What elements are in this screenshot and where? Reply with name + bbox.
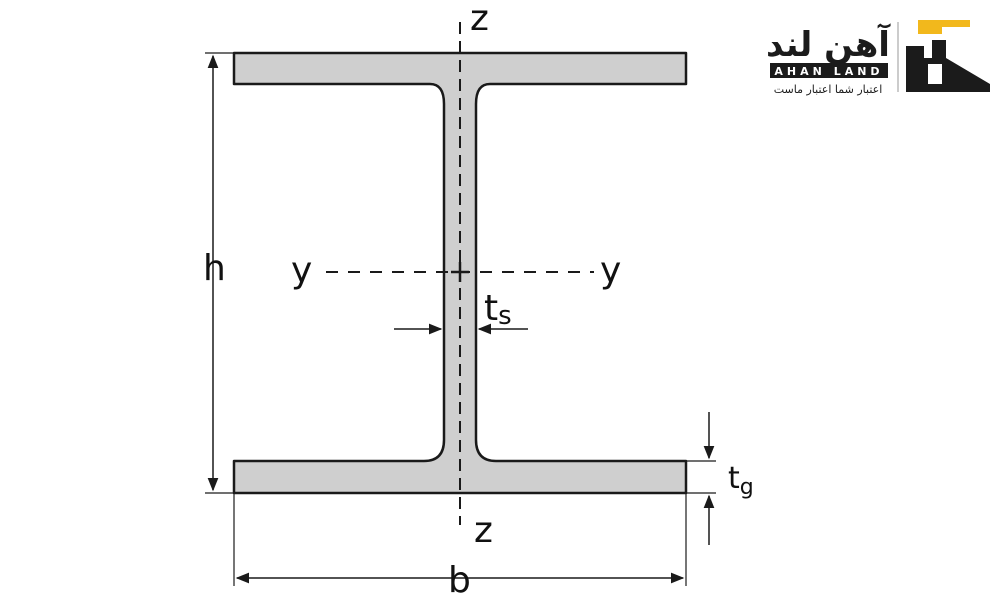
logo-emblem-icon <box>906 20 990 92</box>
y-label-right: y <box>600 250 621 291</box>
logo-name-fa: آهن لند <box>766 23 891 65</box>
z-label-top: z <box>470 0 489 39</box>
ahan-land-logo: آهن لند AHAN LAND اعتبار شما اعتبار ماست <box>766 20 990 96</box>
y-label-left: y <box>291 250 312 291</box>
logo-tagline-fa: اعتبار شما اعتبار ماست <box>774 83 883 96</box>
logo-english-band <box>770 63 888 78</box>
h-label: h <box>203 248 226 289</box>
logo-name-en: AHAN LAND <box>774 65 883 78</box>
tg-label: tg <box>728 461 754 500</box>
b-label: b <box>448 560 471 600</box>
z-label-bottom: z <box>474 510 493 551</box>
ts-label: ts <box>484 288 512 331</box>
